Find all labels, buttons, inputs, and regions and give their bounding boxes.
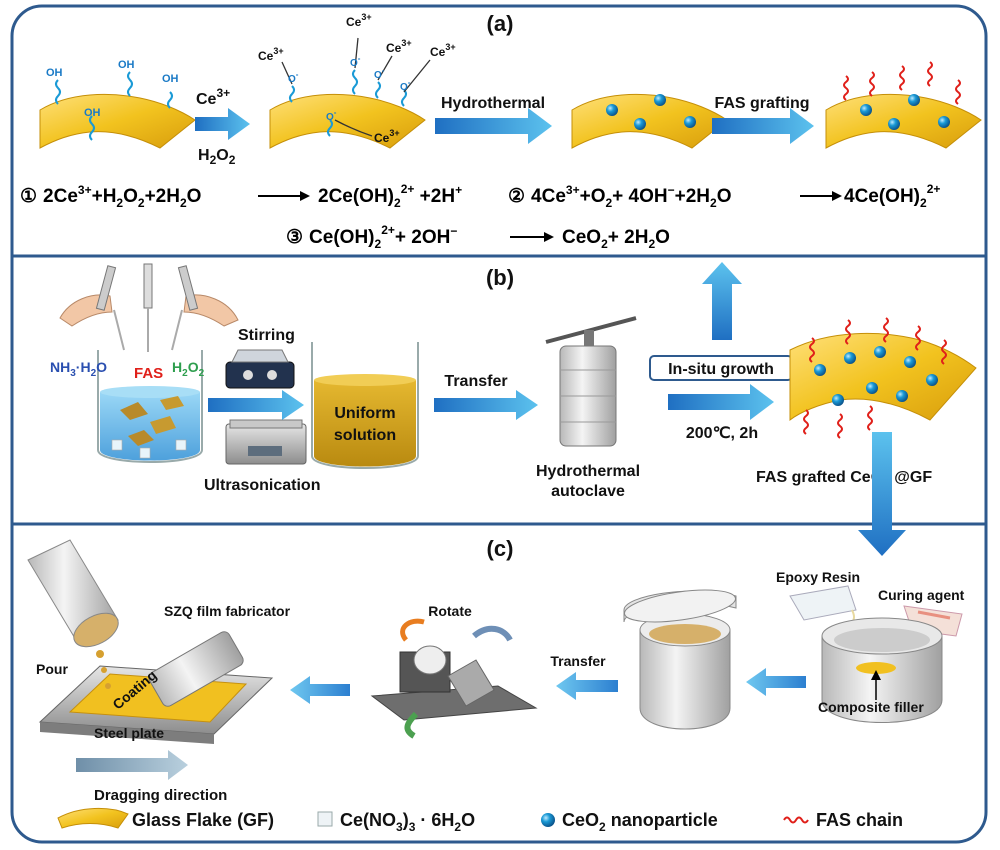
glass-flake-ceo2 <box>571 93 728 149</box>
hydrothermal-label-b: Hydrothermal <box>536 463 640 480</box>
legend-gf-swatch <box>57 807 129 829</box>
product-label: FAS grafted CeO2 @GF <box>756 469 932 490</box>
o-minus: O- <box>350 54 361 69</box>
solution-label: solution <box>334 427 396 444</box>
reagent-ce: Ce3+ <box>196 86 230 108</box>
arrow-ce-h2o2 <box>195 108 250 140</box>
eq3-product: CeO2+ 2H2O <box>562 227 670 251</box>
dragging-arrow <box>76 750 188 780</box>
fas-grafting-label: FAS grafting <box>714 95 809 112</box>
legend-cenitrate-swatch <box>317 811 333 827</box>
insitu-label: In-situ growth <box>668 361 774 378</box>
mixing-jar <box>623 589 737 730</box>
o-minus: O- <box>326 108 337 123</box>
reagent-h2o2: H2O2 <box>198 147 236 167</box>
dragging-label: Dragging direction <box>94 787 227 804</box>
glass-flake-ce-complex: Ce3+ Ce3+ Ce3+ Ce3+ Ce3+ O- O- O- O- O- <box>258 12 456 149</box>
arrow-up-to-a <box>702 262 742 340</box>
steel-plate-label: Steel plate <box>94 725 164 741</box>
epoxy-label: Epoxy Resin <box>776 569 860 585</box>
beaker-uniform-solution <box>311 342 419 469</box>
outer-frame <box>10 4 988 844</box>
ce-ion: Ce3+ <box>258 46 284 63</box>
arrow-transfer-b <box>434 390 538 420</box>
legend-fas-label: FAS chain <box>816 810 903 830</box>
panel-label-b: (b) <box>486 265 514 290</box>
arrow-fas-grafting <box>712 108 814 144</box>
rotate-label: Rotate <box>428 603 472 619</box>
pipette-hands <box>59 263 239 352</box>
legend: Glass Flake (GF) Ce(NO3)3 · 6H2O CeO2 na… <box>57 807 903 834</box>
curing-label: Curing agent <box>878 587 965 603</box>
condition-label: 200℃, 2h <box>686 425 758 442</box>
legend-ceo2-swatch <box>541 813 555 827</box>
composite-cylinder <box>821 617 943 723</box>
arrow-to-coating <box>290 676 350 704</box>
autoclave-label: autoclave <box>551 483 625 500</box>
arrow-c-right <box>746 668 806 696</box>
eq1-product: 2Ce(OH)22+ +2H+ <box>318 182 462 210</box>
arrow-to-uniform <box>208 390 304 420</box>
panel-label-c: (c) <box>487 536 514 561</box>
transfer-label-c: Transfer <box>550 653 606 669</box>
beaker-mixing <box>97 350 203 463</box>
hydrothermal-autoclave <box>545 316 637 447</box>
legend-gf-label: Glass Flake (GF) <box>132 810 274 830</box>
composite-label: Composite filler <box>818 699 924 715</box>
arrow-down-to-c <box>858 432 906 556</box>
oh-label: OH <box>46 67 63 79</box>
fas-label: FAS <box>134 365 163 382</box>
legend-fas-swatch <box>783 816 809 824</box>
eq2-product: 4Ce(OH)22+ <box>844 182 940 210</box>
glass-flake-fas <box>825 61 982 149</box>
ultrasonication-label: Ultrasonication <box>204 477 320 494</box>
hydrothermal-label: Hydrothermal <box>441 95 545 112</box>
legend-cenitrate-label: Ce(NO3)3 · 6H2O <box>340 810 475 834</box>
uniform-label: Uniform <box>334 405 395 422</box>
arrow-transfer-c <box>556 672 618 700</box>
oh-label: OH <box>118 59 135 71</box>
o-minus: O- <box>288 70 299 85</box>
panel-label-a: (a) <box>487 11 514 36</box>
arrow-insitu <box>668 384 774 420</box>
nh3-label: NH3·H2O <box>50 359 107 379</box>
legend-ceo2-label: CeO2 nanoparticle <box>562 810 718 834</box>
o-minus: O- <box>400 78 411 93</box>
oh-label: OH <box>162 73 179 85</box>
film-fabricator <box>38 631 274 744</box>
transfer-label-b: Transfer <box>444 373 507 390</box>
oh-label: OH <box>84 107 101 119</box>
ce-ion: Ce3+ <box>386 38 412 55</box>
ce-ion: Ce3+ <box>346 12 372 29</box>
rotate-device <box>370 618 538 739</box>
ultrasonic-bath <box>225 419 307 465</box>
fas-grafted-ceo2-gf <box>789 317 977 439</box>
ce-ion: Ce3+ <box>430 42 456 59</box>
pour-cylinder <box>27 539 119 689</box>
arrow-hydrothermal <box>435 108 552 144</box>
epoxy-cup <box>789 585 857 623</box>
szq-label: SZQ film fabricator <box>164 603 291 619</box>
stirring-label: Stirring <box>238 327 295 344</box>
glass-flake-oh: OH OH OH OH <box>39 59 196 149</box>
o-minus: O- <box>374 66 385 81</box>
pour-label: Pour <box>36 661 68 677</box>
magnetic-stirrer <box>225 349 295 389</box>
ce-ion: Ce3+ <box>374 128 400 145</box>
h2o2-label: H2O2 <box>172 359 205 379</box>
